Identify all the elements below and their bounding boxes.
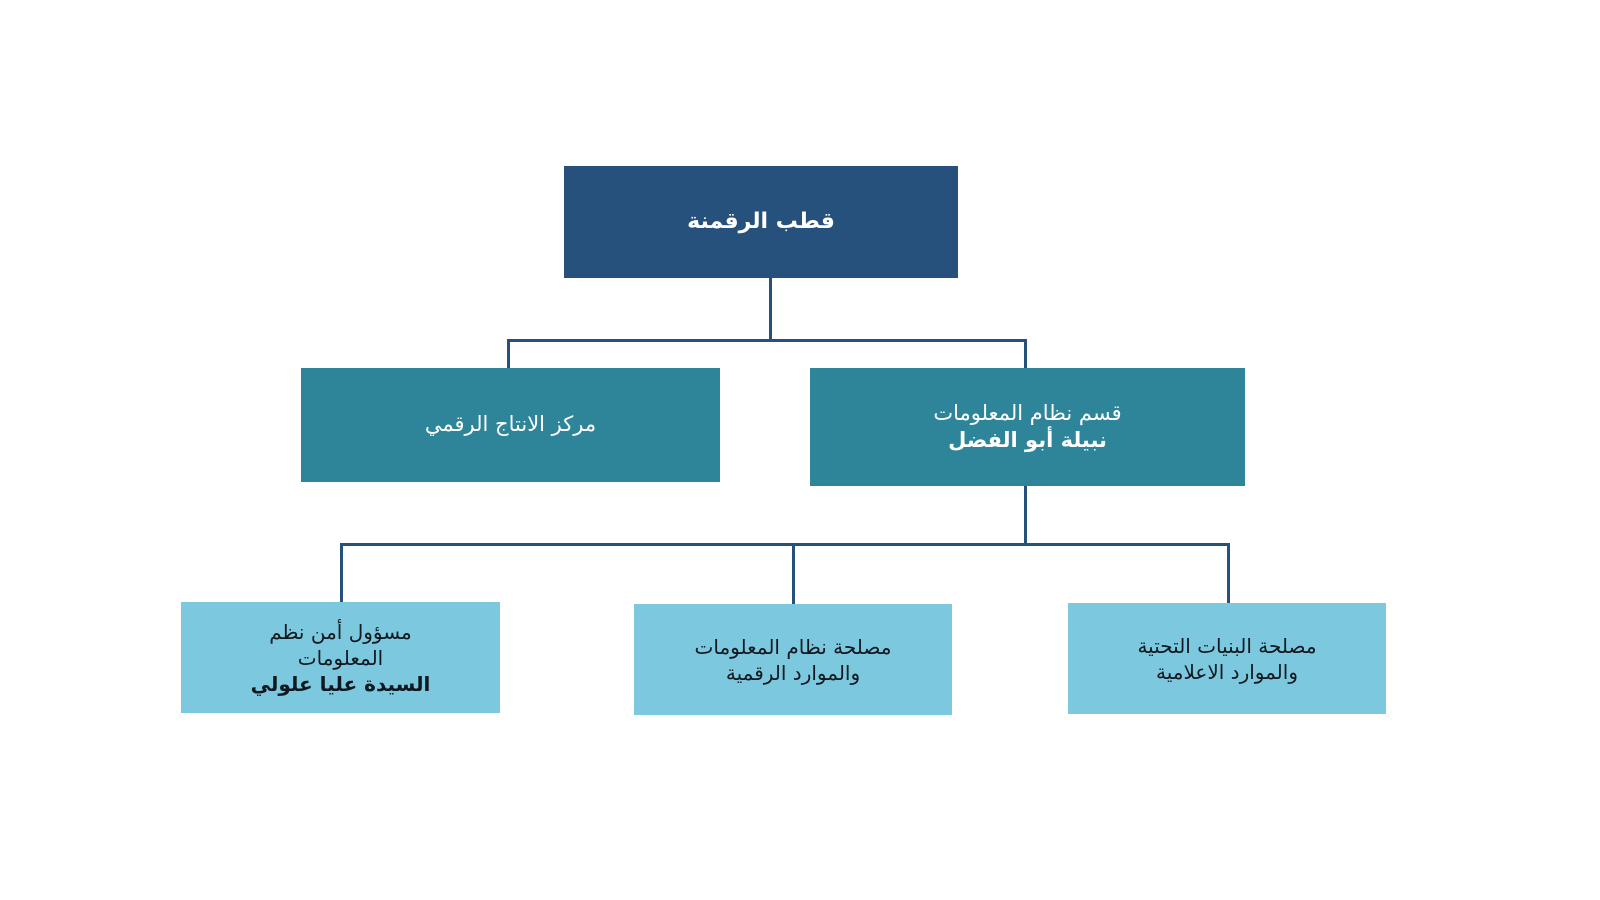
node-information-system-department-line-1: قسم نظام المعلومات xyxy=(933,400,1122,425)
node-security-officer-line-3: السيدة عليا علولي xyxy=(250,671,431,696)
node-info-system-service-line-2: والموارد الرقمية xyxy=(725,660,861,685)
node-info-system-service[interactable]: مصلحة نظام المعلومات والموارد الرقمية xyxy=(634,604,952,715)
connector-root-stem xyxy=(769,278,772,341)
connector-drop-digital-production-center xyxy=(507,339,510,369)
connector-drop-information-system-department xyxy=(1024,339,1027,369)
node-digital-production-center-line-1: مركز الانتاج الرقمي xyxy=(424,412,597,437)
connector-level3-bus xyxy=(340,543,1230,546)
node-security-officer[interactable]: مسؤول أمن نظم المعلومات السيدة عليا علول… xyxy=(181,602,500,713)
node-info-system-service-line-1: مصلحة نظام المعلومات xyxy=(694,634,892,659)
node-security-officer-line-1: مسؤول أمن نظم xyxy=(269,619,412,644)
connector-drop-security-officer xyxy=(340,543,343,603)
connector-information-system-department-stem xyxy=(1024,486,1027,544)
node-information-system-department[interactable]: قسم نظام المعلومات نبيلة أبو الفضل xyxy=(810,368,1245,486)
node-infrastructure-service-line-1: مصلحة البنيات التحتية xyxy=(1137,633,1317,658)
connector-drop-infrastructure-service xyxy=(1227,543,1230,604)
connector-level2-bus xyxy=(507,339,1027,342)
node-root-line-1: قطب الرقمنة xyxy=(687,208,835,234)
node-root[interactable]: قطب الرقمنة xyxy=(564,166,958,278)
connector-drop-info-system-service xyxy=(792,543,795,605)
node-security-officer-line-2: المعلومات xyxy=(297,645,384,670)
node-information-system-department-line-2: نبيلة أبو الفضل xyxy=(948,428,1107,452)
node-infrastructure-service-line-2: والموارد الاعلامية xyxy=(1156,659,1298,684)
node-digital-production-center[interactable]: مركز الانتاج الرقمي xyxy=(301,368,720,482)
node-infrastructure-service[interactable]: مصلحة البنيات التحتية والموارد الاعلامية xyxy=(1068,603,1386,714)
